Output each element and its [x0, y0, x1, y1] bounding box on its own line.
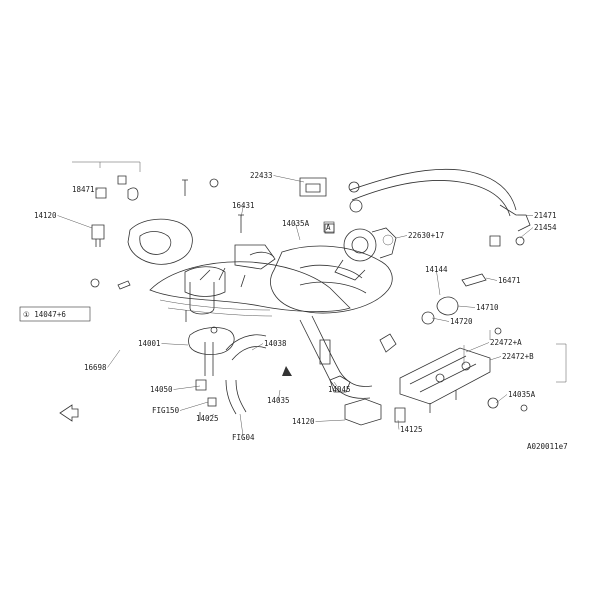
leader-line-l19	[173, 385, 201, 390]
legend-box-text: ① 14047+6	[23, 310, 66, 319]
leader-line-l1	[95, 188, 99, 190]
part-label-l10: 16471	[498, 276, 521, 285]
leader-line-l26	[333, 381, 340, 390]
part-label-l3: 22433	[250, 171, 273, 180]
part-label-l6: 22630+17	[408, 231, 444, 240]
part-label-l19: 14050	[150, 385, 173, 394]
part-label-l13: 22472+A	[490, 338, 522, 347]
part-label-l23: 14035	[267, 396, 290, 405]
leader-line-l14	[489, 356, 502, 361]
leader-line-l6	[395, 235, 408, 239]
view-marker-text: A	[326, 223, 331, 232]
part-label-l7: 21471	[534, 211, 557, 220]
leader-line-l5	[295, 223, 301, 241]
part-labels: 1847114120224331643114035A22630+17214712…	[34, 171, 557, 442]
leader-line-l12	[431, 317, 450, 322]
leader-line-l22	[239, 413, 244, 438]
callout-bracket	[556, 343, 567, 383]
legend-box: ① 14047+6	[19, 306, 91, 322]
part-label-l25: 14125	[400, 425, 423, 434]
leader-line-l21	[207, 413, 215, 419]
part-label-l26: 14045	[328, 385, 351, 394]
part-label-l24: 14120	[292, 417, 315, 426]
view-marker-a: A	[282, 221, 335, 376]
part-label-l16: 14001	[138, 339, 161, 348]
direction-arrow-icon	[59, 404, 79, 422]
leader-line-l13	[465, 342, 490, 353]
leader-line-l20	[179, 401, 209, 411]
water-pipe	[299, 315, 406, 426]
leader-line-l3	[273, 175, 305, 183]
leader-line-l9	[436, 269, 441, 296]
intake-manifold	[127, 218, 393, 317]
leader-line-l7	[517, 214, 534, 216]
part-label-l4: 16431	[232, 201, 255, 210]
part-label-l8: 21454	[534, 223, 557, 232]
part-label-l2: 14120	[34, 211, 57, 220]
leader-line-l18	[107, 349, 121, 368]
coolant-pipe	[188, 326, 267, 415]
part-label-l15: 14035A	[508, 390, 536, 399]
part-label-l17: 14038	[264, 339, 287, 348]
leader-line-l15	[495, 394, 508, 404]
part-label-l21: 14025	[196, 414, 219, 423]
fuel-rail	[399, 273, 499, 413]
part-label-l11: 14710	[476, 303, 499, 312]
leader-line-l2	[57, 215, 93, 229]
leader-line-l17	[251, 343, 264, 351]
part-label-l9: 14144	[425, 265, 448, 274]
leader-lines	[57, 175, 534, 438]
leader-line-l10	[485, 277, 498, 281]
part-label-l5: 14035A	[282, 219, 310, 228]
leader-line-l23	[278, 389, 281, 401]
reference-code: A020011e7	[527, 442, 568, 451]
vacuum-hose	[299, 168, 531, 247]
leader-line-l4	[240, 205, 244, 219]
leader-line-l24	[315, 419, 346, 422]
sensor-bracket-group	[72, 161, 141, 290]
bolts	[182, 178, 528, 420]
leader-line-l8	[519, 227, 534, 239]
leader-line-l25	[397, 419, 400, 430]
part-label-l18: 16698	[84, 363, 107, 372]
part-label-l14: 22472+B	[502, 352, 534, 361]
leader-line-l11	[457, 305, 476, 308]
leader-line-l16	[161, 343, 189, 346]
part-label-l1: 18471	[72, 185, 95, 194]
part-label-l22: FIG04	[232, 433, 255, 442]
part-label-l12: 14720	[450, 317, 473, 326]
part-label-l20: FIG150	[152, 406, 180, 415]
